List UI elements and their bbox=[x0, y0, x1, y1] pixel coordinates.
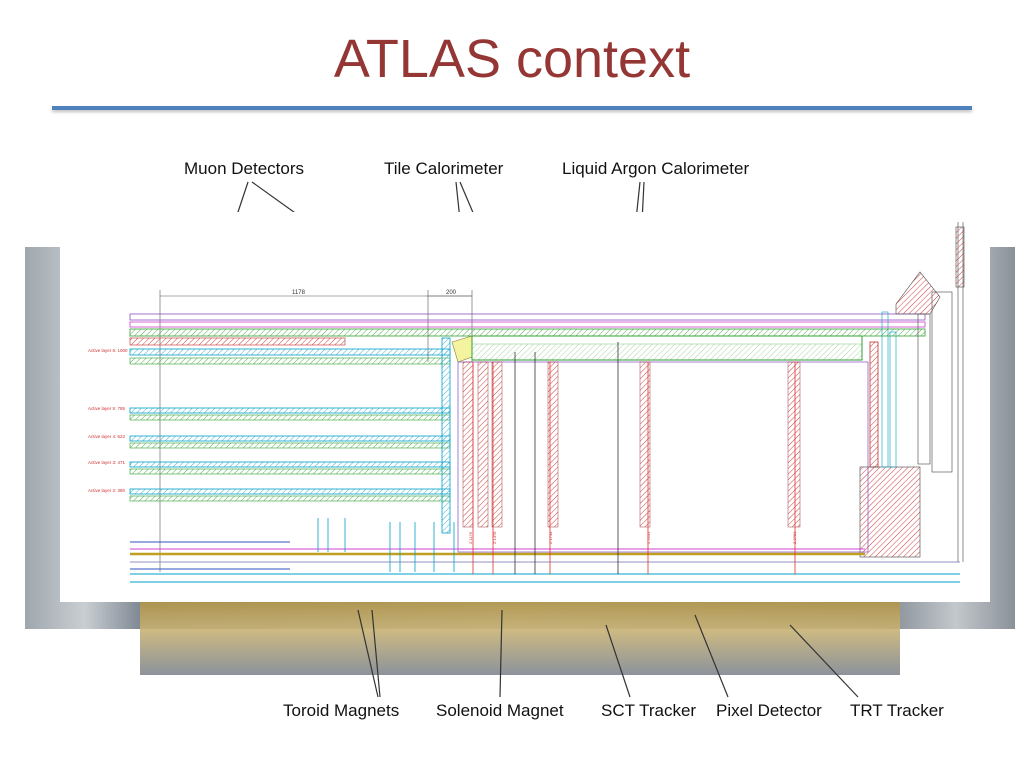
label-muon-detectors: Muon Detectors bbox=[184, 159, 304, 178]
active-layer-6: Active layer 6: 1000 bbox=[88, 348, 128, 353]
label-sct-tracker: SCT Tracker bbox=[601, 701, 697, 720]
active-layer-3: Active layer 3: 471 bbox=[88, 460, 126, 465]
z-mark-4: Z 2141 bbox=[646, 531, 651, 544]
beam-lines bbox=[130, 541, 960, 583]
radial-lines bbox=[472, 342, 796, 574]
z-mark-3: Z 1744 bbox=[548, 531, 553, 544]
z-markers: Z 1176 Z 1478 Z 1744 Z 2141 Z 2781 bbox=[468, 531, 797, 544]
support-ticks bbox=[317, 518, 455, 572]
label-solenoid-magnet: Solenoid Magnet bbox=[436, 701, 564, 720]
active-layer-5: Active layer 5: 785 bbox=[88, 406, 126, 411]
atlas-photo-lower bbox=[140, 600, 900, 675]
right-structure bbox=[859, 222, 965, 562]
active-layer-2: Active layer 2: 380 bbox=[88, 488, 126, 493]
z-mark-2: Z 1478 bbox=[492, 531, 497, 544]
label-tile-calorimeter: Tile Calorimeter bbox=[384, 159, 504, 178]
cross-section-drawing: 1178 200 bbox=[60, 212, 990, 602]
outer-bands bbox=[129, 313, 926, 365]
z-mark-5: Z 2781 bbox=[792, 531, 797, 544]
layer-labels: Active layer 6: 1000 Active layer 5: 785… bbox=[88, 348, 128, 493]
barrel-layers bbox=[129, 407, 451, 502]
title-rule bbox=[52, 106, 972, 110]
label-trt-tracker: TRT Tracker bbox=[850, 701, 944, 720]
page-title: ATLAS context bbox=[333, 29, 691, 89]
label-pixel-detector: Pixel Detector bbox=[716, 701, 822, 720]
label-liquid-argon-calorimeter: Liquid Argon Calorimeter bbox=[562, 159, 750, 178]
active-layer-4: Active layer 4: 622 bbox=[88, 434, 126, 439]
label-toroid-magnets: Toroid Magnets bbox=[283, 701, 400, 720]
z-mark-1: Z 1176 bbox=[468, 531, 473, 544]
dimension-200: 200 bbox=[446, 290, 457, 296]
endcap-structure bbox=[441, 335, 869, 553]
endcap-disks bbox=[462, 341, 879, 528]
dimension-1178: 1178 bbox=[292, 290, 306, 296]
